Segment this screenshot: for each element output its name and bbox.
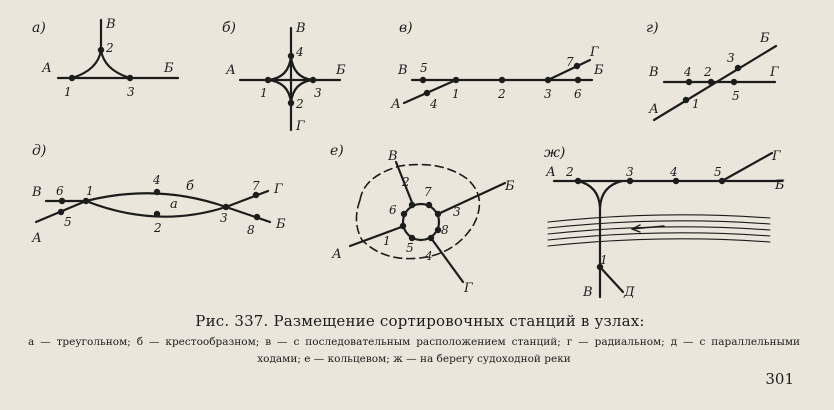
diagram-a-lines	[56, 18, 180, 80]
diagram-b-label-a: А	[225, 63, 236, 78]
figure-caption-legend: а — треугольном; б — крестообразном; в —…	[28, 336, 800, 365]
diagram-zh-label-d: Д	[623, 285, 635, 300]
station-dots	[57, 46, 742, 271]
diagram-zh-label-c: Б	[774, 178, 785, 193]
diagram-b-station-2: 2	[295, 97, 304, 111]
diagram-v-station-5: 5	[420, 61, 428, 75]
diagram-b-lines	[238, 26, 342, 132]
diagram-e-station-4: 4	[424, 249, 433, 263]
diagram-d-label-b: В	[31, 185, 42, 200]
diagram-g-label-g: Г	[769, 65, 779, 80]
diagram-b-panel-label: б)	[222, 20, 236, 36]
diagram-b-station-3: 3	[314, 86, 322, 100]
diagram-d-station-8: 8	[247, 223, 255, 237]
diagram-a-label-a: А	[41, 61, 52, 76]
diagram-zh-label-b: В	[582, 285, 593, 300]
diagram-b-station-1: 1	[260, 86, 268, 100]
diagram-v-panel-label: в)	[399, 20, 413, 36]
diagram-v-label-g: Г	[589, 45, 599, 60]
diagram-zh-label-a: А	[545, 165, 556, 180]
diagram-d-station-3: 3	[220, 211, 228, 225]
diagram-e-station-2: 2	[401, 175, 410, 189]
diagram-v-station-3: 3	[544, 87, 552, 101]
diagram-g-station-2: 2	[703, 65, 712, 79]
diagram-g-lines	[652, 44, 778, 122]
diagram-zh-label-g: Г	[771, 149, 781, 164]
diagram-d-station-2: 2	[153, 221, 162, 235]
diagram-v-label-c: Б	[593, 63, 604, 78]
diagram-g-station-4: 4	[683, 65, 692, 79]
diagram-d-label-route-b: б	[186, 179, 194, 194]
diagram-v-station-4: 4	[429, 97, 438, 111]
diagram-d-station-5: 5	[64, 215, 72, 229]
diagram-v-station-2: 2	[497, 87, 506, 101]
diagram-e-label-a: А	[331, 247, 342, 262]
diagram-e-lines	[348, 160, 507, 284]
diagram-zh-lines	[552, 151, 784, 299]
figure-caption-title: Рис. 337. Размещение сортировочных станц…	[195, 312, 645, 330]
diagram-b-label-d: Г	[295, 119, 305, 134]
diagram-a-station-2: 2	[105, 41, 114, 55]
diagram-d-label-route-a: а	[170, 197, 178, 212]
diagram-e-label-g: Г	[463, 281, 473, 296]
diagram-v-station-6: 6	[574, 87, 582, 101]
diagram-a-station-3: 3	[127, 85, 135, 99]
diagram-v-station-7: 7	[566, 55, 574, 69]
diagram-d-label-a: А	[31, 231, 42, 246]
diagram-a-label-b: В	[105, 17, 116, 32]
diagram-zh-station-2: 2	[565, 165, 574, 179]
diagram-e-station-3: 3	[453, 205, 461, 219]
diagram-zh-station-3: 3	[626, 165, 634, 179]
diagram-zh-station-1: 1	[600, 253, 608, 267]
diagram-zh-station-5: 5	[714, 165, 722, 179]
diagram-g-label-c: Б	[759, 31, 770, 46]
diagram-d-panel-label: д)	[32, 143, 46, 159]
diagram-g-station-3: 3	[727, 51, 735, 65]
diagram-e-station-5: 5	[406, 241, 414, 255]
diagram-v-label-a: А	[390, 97, 401, 112]
diagram-e-station-1: 1	[383, 234, 391, 248]
diagram-g-station-5: 5	[732, 89, 740, 103]
diagram-zh-station-4: 4	[669, 165, 678, 179]
page-number: 301	[765, 370, 794, 388]
diagram-d-label-g: Г	[273, 182, 283, 197]
diagram-v-station-1: 1	[452, 87, 460, 101]
diagram-b-label-b: В	[295, 21, 306, 36]
diagram-e-label-b: В	[387, 149, 398, 164]
diagram-e-station-6: 6	[389, 203, 397, 217]
diagram-d-station-4: 4	[152, 173, 161, 187]
diagram-b-station-4: 4	[295, 45, 304, 59]
diagram-zh-panel-label: ж)	[544, 145, 565, 161]
river	[547, 214, 771, 247]
diagram-a-label-c: Б	[163, 61, 174, 76]
diagram-e-station-7: 7	[424, 185, 432, 199]
diagram-d-label-c: Б	[275, 217, 286, 232]
diagram-g-station-1: 1	[692, 97, 700, 111]
diagram-b-label-c: Б	[335, 63, 346, 78]
diagram-a-station-1: 1	[64, 85, 72, 99]
diagram-e-label-c: Б	[504, 179, 515, 194]
diagram-g-label-b: В	[648, 65, 659, 80]
diagram-e-panel-label: е)	[330, 143, 344, 159]
diagram-d-station-6: 6	[56, 184, 64, 198]
junction-schemes-figure: а) А В Б 1 2 3 б) А В Б Г 1 2 3 4 в) В А…	[31, 17, 785, 300]
diagram-v-label-b: В	[397, 63, 408, 78]
diagram-g-panel-label: г)	[646, 20, 659, 36]
diagram-d-station-1: 1	[86, 184, 94, 198]
diagram-g-label-a: А	[648, 102, 659, 117]
diagram-e-station-8: 8	[441, 223, 449, 237]
diagram-a-panel-label: а)	[32, 20, 46, 36]
diagram-d-station-7: 7	[252, 179, 260, 193]
